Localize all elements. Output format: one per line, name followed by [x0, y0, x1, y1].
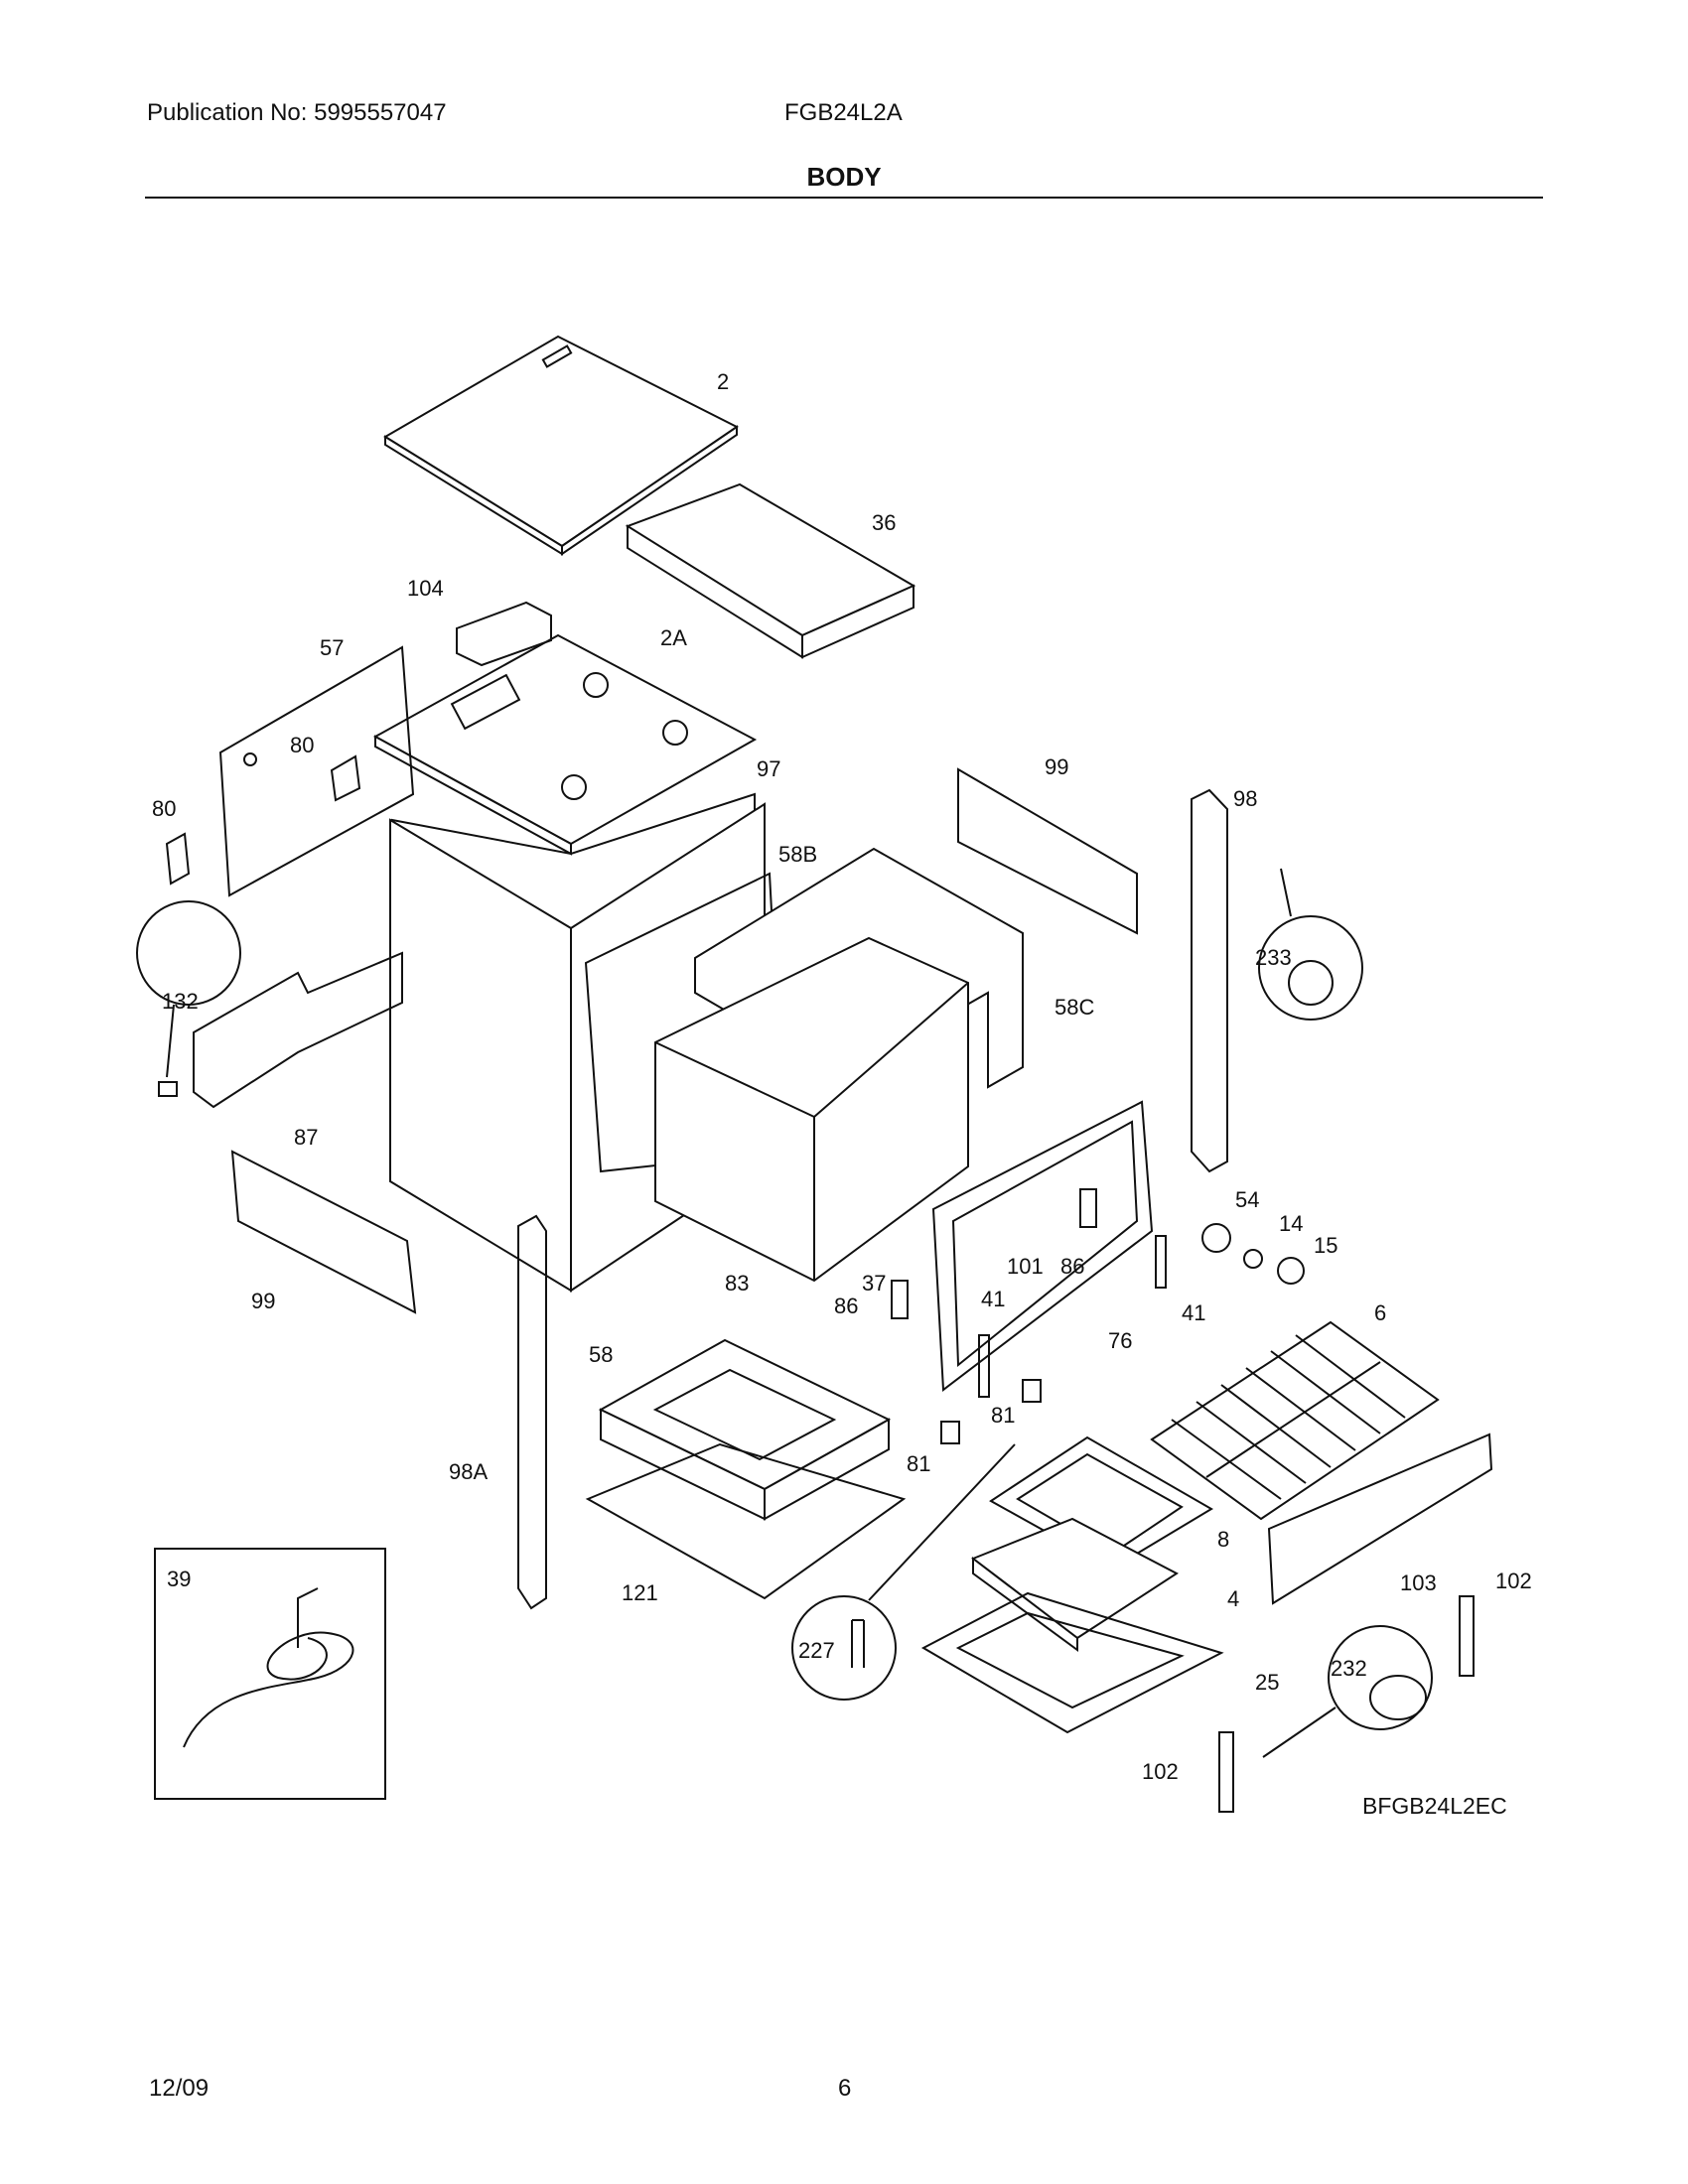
callout-227-circle	[791, 1443, 1016, 1701]
label-14: 14	[1279, 1211, 1303, 1236]
part-103-kick-panel	[1267, 1433, 1493, 1605]
label-102-upper: 102	[1495, 1569, 1532, 1593]
label-98a: 98A	[449, 1459, 488, 1484]
section-title: BODY	[806, 162, 882, 192]
label-25: 25	[1255, 1670, 1279, 1695]
label-86-upper: 86	[1060, 1254, 1084, 1279]
callout-233-circle	[1258, 868, 1363, 1021]
part-36-trim	[625, 482, 916, 659]
label-76: 76	[1108, 1328, 1132, 1353]
label-81-right: 81	[991, 1403, 1015, 1428]
part-2-top-panel	[383, 335, 739, 556]
part-104-bracket	[456, 601, 552, 667]
label-54: 54	[1235, 1187, 1259, 1212]
part-99-rear-panel	[957, 767, 1138, 935]
label-99-lower: 99	[251, 1289, 275, 1313]
label-83: 83	[725, 1271, 749, 1296]
model-number: FGB24L2A	[784, 99, 903, 126]
part-76-door-frame	[931, 1100, 1154, 1392]
header-rule	[145, 197, 1543, 199]
publication-number: Publication No: 5995557047	[147, 99, 447, 126]
label-103: 103	[1400, 1570, 1437, 1595]
label-4: 4	[1227, 1586, 1239, 1611]
part-25-drawer-bottom	[920, 1591, 1224, 1734]
label-86-lower: 86	[834, 1294, 858, 1318]
label-87: 87	[294, 1125, 318, 1150]
illustration-code: BFGB24L2EC	[1362, 1793, 1507, 1819]
label-233: 233	[1255, 945, 1292, 970]
page-number: 6	[838, 2075, 852, 2102]
part-87-manifold-bracket	[193, 951, 403, 1109]
part-6-oven-rack	[1150, 1320, 1440, 1521]
label-15: 15	[1314, 1233, 1337, 1258]
part-labels: 2 36 104 2A 57 80 80 97 99 98 58B 132 23…	[152, 369, 1532, 1784]
part-121-bottom-panel	[585, 1442, 907, 1600]
publication-date: 12/09	[149, 2075, 210, 2102]
part-80-bracket	[165, 754, 361, 886]
label-37: 37	[862, 1271, 886, 1296]
callout-232-circle	[1262, 1625, 1433, 1758]
label-232: 232	[1331, 1656, 1367, 1681]
label-57: 57	[320, 635, 344, 660]
part-54-14-15-light-assembly	[1201, 1223, 1305, 1285]
part-83-oven-liner	[654, 936, 969, 1283]
label-121: 121	[622, 1580, 658, 1605]
label-227: 227	[798, 1638, 835, 1663]
label-41-left: 41	[981, 1287, 1005, 1311]
part-4-broiler-drawer	[970, 1517, 1179, 1652]
part-99-lower-panel	[230, 1150, 417, 1314]
inset-39-power-cord	[154, 1548, 386, 1800]
label-41-right: 41	[1182, 1300, 1205, 1325]
label-98: 98	[1233, 786, 1257, 811]
label-2a: 2A	[660, 625, 687, 650]
label-97: 97	[757, 756, 780, 781]
label-8: 8	[1217, 1527, 1229, 1552]
label-80-upper: 80	[290, 733, 314, 757]
label-104: 104	[407, 576, 444, 601]
label-102-lower: 102	[1142, 1759, 1179, 1784]
label-58: 58	[589, 1342, 613, 1367]
label-132: 132	[162, 989, 199, 1014]
part-98-rail	[1191, 788, 1228, 1173]
part-2a-panel	[372, 633, 758, 856]
label-81-left: 81	[907, 1451, 930, 1476]
label-2: 2	[717, 369, 729, 394]
label-39: 39	[167, 1567, 191, 1591]
label-36: 36	[872, 510, 896, 535]
label-58b: 58B	[778, 842, 817, 867]
callout-132-circle	[136, 900, 241, 1097]
label-58c: 58C	[1055, 995, 1094, 1020]
part-58-insulation-frame	[598, 1338, 892, 1521]
label-80-lower: 80	[152, 796, 176, 821]
label-101: 101	[1007, 1254, 1044, 1279]
label-6: 6	[1374, 1300, 1386, 1325]
label-99-upper: 99	[1045, 754, 1068, 779]
part-98a-rail	[517, 1214, 547, 1610]
part-102-bracket	[1218, 1595, 1475, 1813]
part-57-side-panel	[218, 645, 415, 897]
part-41-86-81-small-parts	[891, 1188, 1167, 1444]
